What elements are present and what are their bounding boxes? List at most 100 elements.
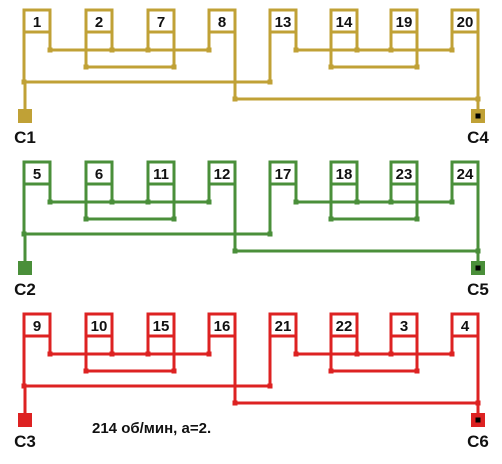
junction-dot	[21, 383, 27, 389]
junction-dot	[171, 64, 177, 70]
coil-number: 12	[214, 166, 231, 183]
junction-dot	[21, 231, 27, 237]
coil-box	[329, 312, 359, 338]
coil-box	[389, 160, 419, 186]
coil-number: 23	[396, 166, 413, 183]
junction-dot	[328, 216, 334, 222]
junction-dot	[267, 231, 273, 237]
junction-dot	[83, 368, 89, 374]
junction-dot	[83, 64, 89, 70]
coil-number: 9	[33, 318, 41, 335]
junction-dot	[414, 64, 420, 70]
connection	[84, 193, 176, 221]
terminal-end-label: C5	[467, 280, 489, 299]
connection	[294, 193, 393, 204]
coil-box	[329, 160, 359, 186]
junction-dot	[232, 248, 238, 254]
terminal-start-label: C2	[14, 280, 36, 299]
coil-number: 24	[457, 166, 474, 183]
coil-number: 5	[33, 166, 41, 183]
junction-dot	[232, 96, 238, 102]
bus-line	[23, 193, 272, 270]
junction-dot	[414, 368, 420, 374]
coil-box	[84, 312, 114, 338]
junction-dot	[475, 248, 481, 254]
junction-dot	[328, 368, 334, 374]
junction-dot	[354, 351, 360, 357]
coil-box	[389, 312, 419, 338]
coil-number: 10	[91, 318, 108, 335]
terminal-start-label: C1	[14, 128, 36, 147]
junction-dot	[267, 79, 273, 85]
coil-number: 13	[275, 14, 292, 31]
junction-dot	[328, 64, 334, 70]
coil-box	[450, 312, 480, 338]
junction-dot	[109, 47, 115, 53]
coil-box	[146, 312, 176, 338]
bus-line	[233, 345, 480, 422]
terminal-end-dot	[475, 265, 481, 271]
coil-number: 21	[275, 318, 292, 335]
coil-box	[450, 160, 480, 186]
junction-dot	[232, 400, 238, 406]
junction-dot	[293, 199, 299, 205]
junction-dot	[414, 216, 420, 222]
bus-line	[23, 41, 272, 118]
coil-number: 11	[153, 166, 169, 183]
connection	[48, 193, 150, 204]
junction-dot	[293, 351, 299, 357]
junction-dot	[47, 47, 53, 53]
coil-box	[84, 8, 114, 34]
junction-dot	[109, 351, 115, 357]
connection	[355, 193, 454, 204]
junction-dot	[475, 400, 481, 406]
coil-number: 15	[153, 318, 170, 335]
terminal-start	[18, 261, 32, 275]
junction-dot	[267, 383, 273, 389]
terminal-end-dot	[475, 417, 481, 423]
coil-number: 19	[396, 14, 413, 31]
junction-dot	[145, 351, 151, 357]
connection	[355, 41, 454, 52]
connection	[48, 345, 150, 356]
coil-box	[329, 8, 359, 34]
connection	[329, 345, 419, 373]
coil-number: 17	[275, 166, 292, 183]
coil-box	[22, 312, 52, 338]
phase-3: 9 10 15 16 21 22 3 4C3 C6	[14, 312, 489, 451]
junction-dot	[206, 47, 212, 53]
junction-dot	[475, 96, 481, 102]
terminal-end-label: C4	[467, 128, 489, 147]
coil-box	[207, 8, 237, 34]
coil-number: 16	[214, 318, 231, 335]
terminal-end-label: C6	[467, 432, 489, 451]
connection	[294, 345, 393, 356]
junction-dot	[354, 199, 360, 205]
junction-dot	[145, 199, 151, 205]
coil-number: 7	[157, 14, 165, 31]
coil-number: 3	[400, 318, 408, 335]
coil-number: 4	[461, 318, 470, 335]
junction-dot	[388, 47, 394, 53]
connection	[110, 41, 211, 52]
terminal-end-dot	[475, 113, 481, 119]
coil-box	[84, 160, 114, 186]
connection	[329, 193, 419, 221]
coil-box	[22, 8, 52, 34]
connection	[84, 41, 176, 69]
coil-box	[450, 8, 480, 34]
junction-dot	[47, 351, 53, 357]
junction-dot	[388, 199, 394, 205]
connection	[84, 345, 176, 373]
coil-number: 22	[336, 318, 353, 335]
junction-dot	[293, 47, 299, 53]
terminal-start-label: C3	[14, 432, 36, 451]
coil-number: 20	[457, 14, 474, 31]
junction-dot	[171, 216, 177, 222]
connection	[48, 41, 150, 52]
junction-dot	[47, 199, 53, 205]
coil-number: 8	[218, 14, 226, 31]
